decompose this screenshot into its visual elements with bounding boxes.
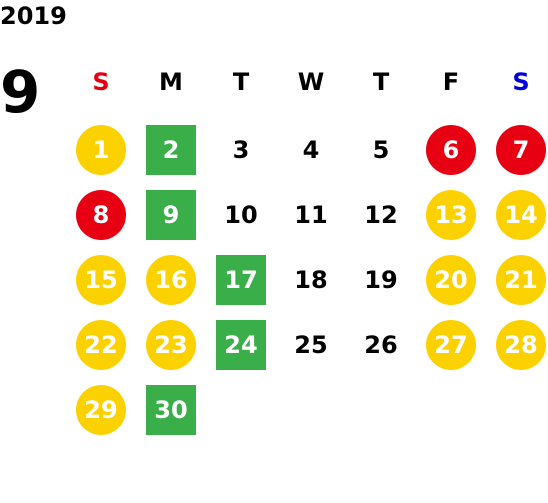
day-cell[interactable]: 1 <box>76 125 126 175</box>
day-cell[interactable]: 13 <box>426 190 476 240</box>
day-cell[interactable]: 7 <box>496 125 546 175</box>
day-cell[interactable]: 22 <box>76 320 126 370</box>
weekday-header: W <box>297 68 325 96</box>
day-cell[interactable]: 14 <box>496 190 546 240</box>
day-cell[interactable]: 15 <box>76 255 126 305</box>
calendar-month: 9 <box>0 58 41 126</box>
weekday-header: T <box>232 68 250 96</box>
day-cell[interactable]: 21 <box>496 255 546 305</box>
day-cell[interactable]: 8 <box>76 190 126 240</box>
day-cell[interactable]: 11 <box>294 201 328 229</box>
day-cell[interactable]: 16 <box>146 255 196 305</box>
day-cell[interactable]: 28 <box>496 320 546 370</box>
day-cell[interactable]: 18 <box>294 266 328 294</box>
day-cell[interactable]: 3 <box>232 136 250 164</box>
day-cell[interactable]: 9 <box>146 190 196 240</box>
day-cell[interactable]: 27 <box>426 320 476 370</box>
day-cell[interactable]: 19 <box>364 266 398 294</box>
day-cell[interactable]: 25 <box>294 331 328 359</box>
day-cell[interactable]: 4 <box>302 136 320 164</box>
weekday-header: M <box>159 68 183 96</box>
day-cell[interactable]: 5 <box>372 136 390 164</box>
weekday-header: S <box>512 68 530 96</box>
day-cell[interactable]: 24 <box>216 320 266 370</box>
day-cell[interactable]: 2 <box>146 125 196 175</box>
day-cell[interactable]: 12 <box>364 201 398 229</box>
weekday-header: S <box>92 68 110 96</box>
day-cell[interactable]: 30 <box>146 385 196 435</box>
day-cell[interactable]: 29 <box>76 385 126 435</box>
day-cell[interactable]: 10 <box>224 201 258 229</box>
weekday-header: F <box>442 68 460 96</box>
day-cell[interactable]: 20 <box>426 255 476 305</box>
day-cell[interactable]: 23 <box>146 320 196 370</box>
day-cell[interactable]: 26 <box>364 331 398 359</box>
calendar-year: 2019 <box>0 2 67 30</box>
day-cell[interactable]: 17 <box>216 255 266 305</box>
weekday-header: T <box>372 68 390 96</box>
day-cell[interactable]: 6 <box>426 125 476 175</box>
